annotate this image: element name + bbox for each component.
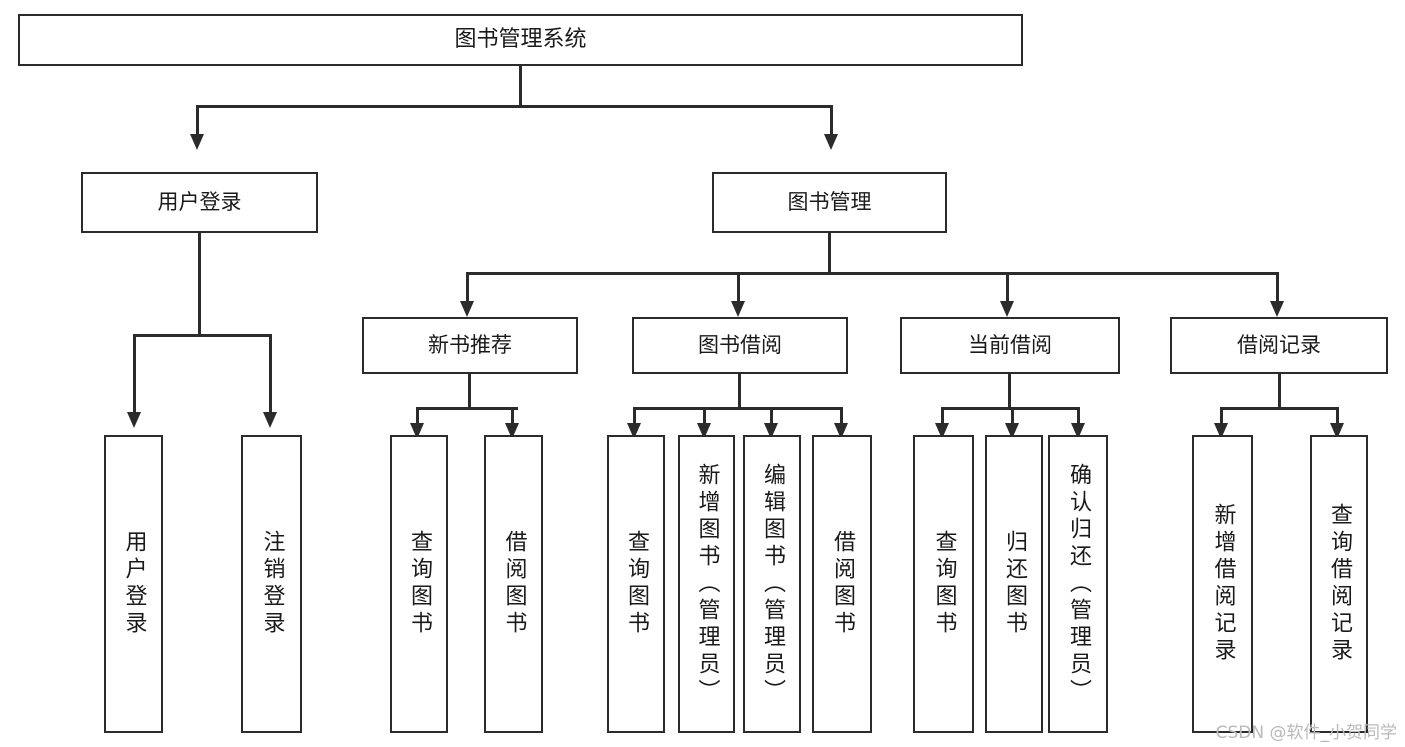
node-label: 归还图书 [1002, 530, 1027, 638]
leaf-add-book[interactable]: 新增图书（管理员） [678, 435, 735, 733]
connector-nbr-bus [416, 407, 518, 410]
connector-user-login-bus [133, 334, 272, 337]
connector-bb-drop-1 [633, 407, 636, 429]
arrow-to-new-book-recommend [460, 301, 474, 317]
connector-root-bus [196, 105, 833, 108]
connector-cb-drop-3 [1077, 407, 1080, 429]
connector-user-login-drop-2 [269, 334, 272, 416]
leaf-user-login[interactable]: 用户登录 [104, 435, 163, 733]
connector-bm-drop-3 [1006, 272, 1009, 305]
node-label: 查询图书 [624, 530, 649, 638]
connector-bb-stem [738, 374, 741, 408]
node-new-book-recommend[interactable]: 新书推荐 [362, 317, 578, 374]
leaf-edit-book[interactable]: 编辑图书（管理员） [743, 435, 801, 733]
connector-root-drop-1 [196, 105, 199, 138]
leaf-logout[interactable]: 注销登录 [241, 435, 302, 733]
connector-nbr-stem [468, 374, 471, 408]
connector-bb-drop-3 [770, 407, 773, 429]
node-borrow-record[interactable]: 借阅记录 [1170, 317, 1388, 374]
leaf-query-book-1[interactable]: 查询图书 [390, 435, 448, 733]
arrow-to-user-login [190, 134, 204, 150]
node-label: 新增图书（管理员） [694, 462, 720, 706]
node-label: 用户登录 [121, 530, 147, 638]
arrow-to-book-borrow [731, 301, 745, 317]
connector-book-management-stem [828, 233, 831, 273]
connector-bb-drop-2 [703, 407, 706, 429]
leaf-borrow-book-2[interactable]: 借阅图书 [812, 435, 872, 733]
node-label: 注销登录 [259, 530, 285, 638]
connector-nbr-drop-1 [416, 407, 419, 429]
csdn-watermark: CSDN @软件_小贺同学 [1215, 723, 1397, 743]
node-book-management[interactable]: 图书管理 [712, 172, 947, 233]
arrow-to-borrow-record [1270, 301, 1284, 317]
node-label: 查询图书 [931, 530, 957, 638]
connector-root-drop-2 [830, 105, 833, 138]
node-user-login[interactable]: 用户登录 [81, 172, 318, 233]
leaf-query-book-3[interactable]: 查询图书 [913, 435, 974, 733]
connector-br-stem [1278, 374, 1281, 408]
connector-cb-drop-1 [941, 407, 944, 429]
node-root-system[interactable]: 图书管理系统 [18, 14, 1023, 66]
leaf-add-record[interactable]: 新增借阅记录 [1192, 435, 1253, 733]
arrow-to-current-borrow [1000, 301, 1014, 317]
connector-nbr-drop-2 [511, 407, 514, 429]
node-label: 查询借阅记录 [1327, 503, 1352, 665]
connector-bb-drop-4 [840, 407, 843, 429]
node-book-borrow[interactable]: 图书借阅 [632, 317, 848, 374]
connector-root-stem [519, 66, 522, 106]
connector-bm-drop-2 [737, 272, 740, 305]
node-label: 编辑图书（管理员） [760, 462, 785, 706]
connector-bm-drop-4 [1276, 272, 1279, 305]
node-label: 用户登录 [157, 189, 242, 214]
node-label: 新书推荐 [428, 332, 512, 357]
leaf-confirm-return[interactable]: 确认归还（管理员） [1048, 435, 1108, 733]
connector-book-management-bus [466, 272, 1278, 275]
connector-cb-stem [1008, 374, 1011, 408]
connector-br-bus [1220, 407, 1338, 410]
node-label: 确认归还（管理员） [1066, 462, 1091, 706]
connector-cb-drop-2 [1011, 407, 1014, 429]
leaf-query-book-2[interactable]: 查询图书 [607, 435, 665, 733]
node-label: 借阅图书 [830, 530, 855, 638]
connector-user-login-drop-1 [133, 334, 136, 416]
connector-bb-bus [633, 407, 841, 410]
leaf-query-record[interactable]: 查询借阅记录 [1310, 435, 1368, 733]
connector-br-drop-1 [1220, 407, 1223, 429]
node-label: 查询图书 [407, 530, 432, 638]
connector-bm-drop-1 [466, 272, 469, 305]
connector-br-drop-2 [1336, 407, 1339, 429]
connector-cb-bus [941, 407, 1080, 410]
node-label: 图书管理系统 [454, 26, 587, 52]
arrow-to-leaf-logout [263, 412, 277, 428]
node-label: 借阅图书 [501, 530, 527, 638]
leaf-return-book[interactable]: 归还图书 [985, 435, 1043, 733]
arrow-to-leaf-user-login [127, 412, 141, 428]
node-label: 图书管理 [787, 189, 872, 214]
node-label: 新增借阅记录 [1210, 503, 1236, 665]
node-label: 借阅记录 [1237, 332, 1321, 357]
connector-user-login-stem [198, 233, 201, 335]
node-current-borrow[interactable]: 当前借阅 [900, 317, 1120, 374]
arrow-to-book-management [824, 134, 838, 150]
leaf-borrow-book-1[interactable]: 借阅图书 [484, 435, 543, 733]
node-label: 图书借阅 [698, 332, 782, 357]
node-label: 当前借阅 [968, 332, 1052, 357]
